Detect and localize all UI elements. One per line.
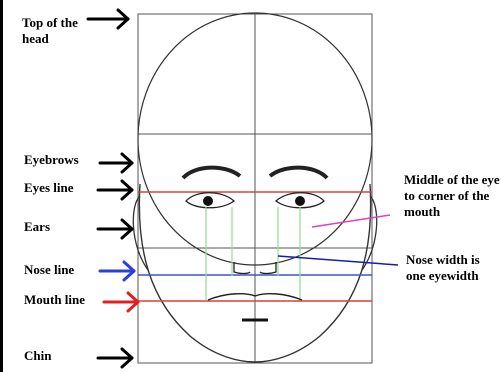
pupil-right [295,196,305,206]
pupil-left [203,196,213,206]
label-ears: Ears [24,219,50,234]
arrow-ears [96,218,134,240]
label-nose-width: Nose width is one eyewidth [406,252,480,283]
left-border [0,0,3,372]
arrow-eyes-line [96,179,134,201]
label-eyebrows: Eyebrows [24,152,79,167]
nose-left [233,262,251,275]
ear-left [132,195,149,271]
eye-mouth-pointer [311,214,391,228]
label-top-of-head: Top of the head [22,15,78,46]
label-mouth-line: Mouth line [24,292,86,307]
eyebrow-left [181,165,242,180]
label-eyes-line: Eyes line [24,180,74,195]
mouth-upper-lip [207,292,303,301]
head-circle [137,12,373,266]
arrow-chin [96,347,134,369]
eyebrow-right [268,165,329,180]
arrow-nose-line [98,260,136,282]
arrow-eyebrows [98,152,134,174]
label-middle-eye-mouth: Middle of the eye to corner of the mouth [404,172,500,219]
nose-width-pointer [277,255,399,266]
face-outline [138,183,372,363]
arrow-top-of-head [86,8,130,30]
label-nose-line: Nose line [24,262,75,277]
nose-right [259,262,277,275]
label-chin: Chin [24,348,52,363]
arrow-mouth-line [102,291,140,313]
